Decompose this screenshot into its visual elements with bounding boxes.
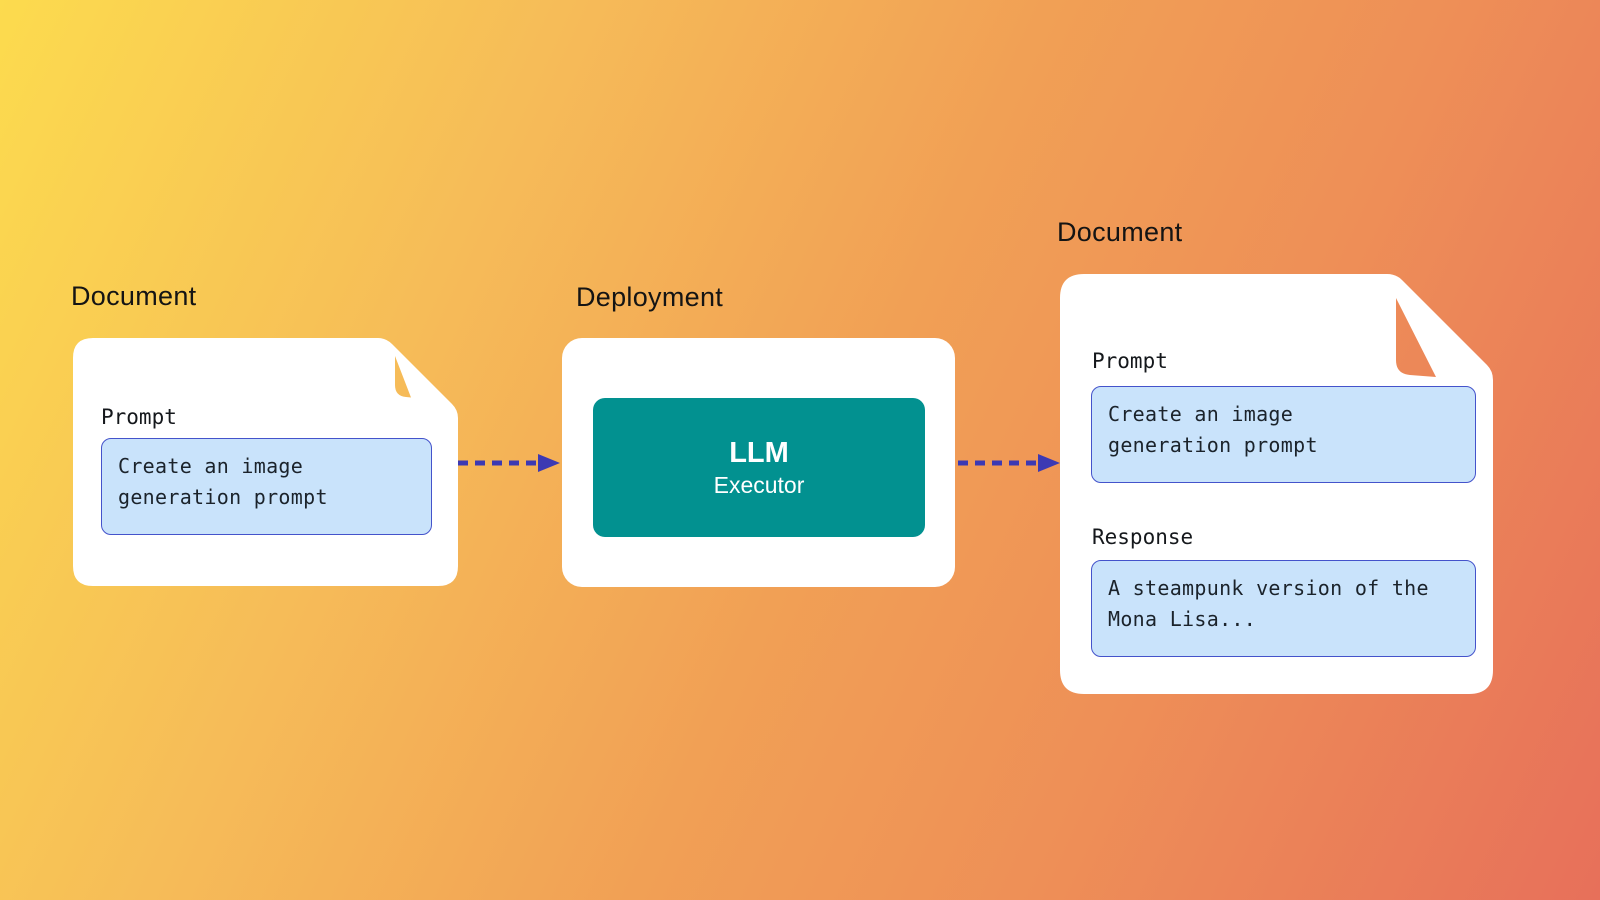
llm-executor-block: LLM Executor bbox=[593, 398, 925, 537]
prompt-field-label: Prompt bbox=[101, 405, 177, 429]
llm-block-subtitle: Executor bbox=[713, 471, 805, 498]
prompt-value-text: Create an image generation prompt bbox=[1108, 402, 1318, 457]
prompt-value-text: Create an image generation prompt bbox=[118, 454, 328, 509]
input-document-title: Document bbox=[71, 281, 197, 311]
prompt-value-chip: Create an image generation prompt bbox=[1091, 386, 1476, 483]
output-document-node: Prompt Create an image generation prompt… bbox=[1060, 274, 1493, 694]
input-document-node: Prompt Create an image generation prompt bbox=[73, 338, 458, 586]
deployment-title: Deployment bbox=[576, 282, 724, 312]
output-document-title: Document bbox=[1057, 217, 1183, 247]
response-field-label: Response bbox=[1092, 525, 1194, 549]
flow-arrow-icon bbox=[958, 454, 1060, 472]
response-value-text: A steampunk version of the Mona Lisa... bbox=[1108, 576, 1429, 631]
deployment-node: LLM Executor bbox=[562, 338, 955, 587]
flow-arrow-icon bbox=[458, 454, 560, 472]
response-value-chip: A steampunk version of the Mona Lisa... bbox=[1091, 560, 1476, 657]
llm-block-name: LLM bbox=[729, 436, 789, 469]
prompt-value-chip: Create an image generation prompt bbox=[101, 438, 432, 535]
prompt-field-label: Prompt bbox=[1092, 349, 1168, 373]
